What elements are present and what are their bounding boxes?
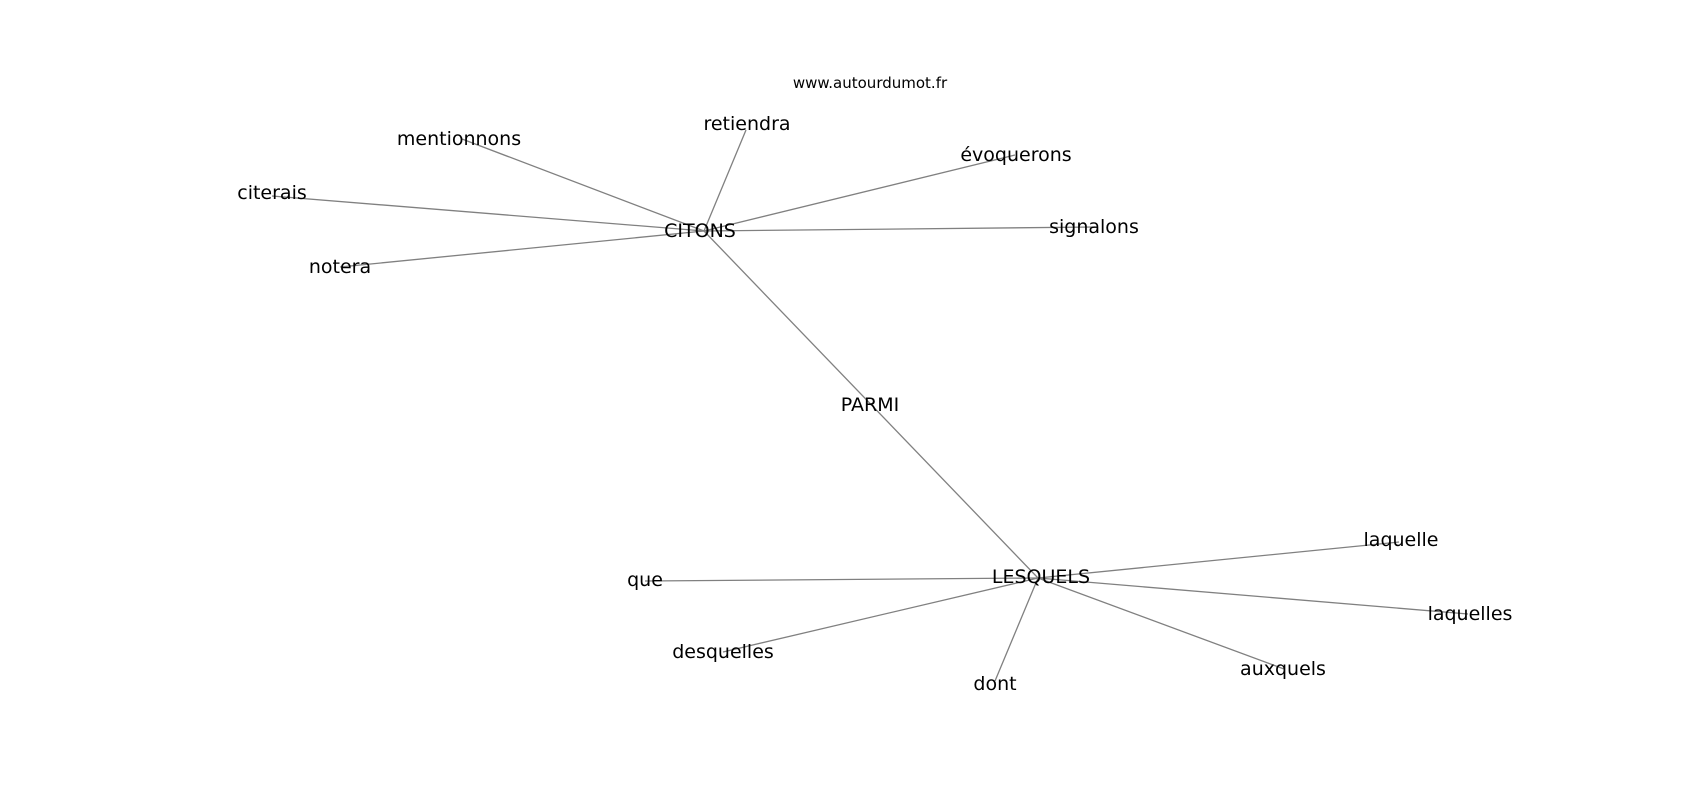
- graph-edges: [271, 129, 1469, 682]
- edge-citons-evoquerons: [703, 154, 1016, 232]
- graph-nodes: PARMI CITONS LESQUELS retiendra mentionnons é…: [237, 113, 1512, 695]
- edge-citons-retiendra: [703, 129, 747, 232]
- edge-citons-lesquels: [703, 230, 1039, 579]
- node-label-auxquels: auxquels: [1240, 658, 1326, 680]
- edge-lesquels-desquelles: [722, 577, 1039, 653]
- node-label-signalons: signalons: [1049, 216, 1139, 238]
- node-label-notera: notera: [309, 256, 371, 278]
- node-label-retiendra: retiendra: [703, 113, 790, 135]
- node-label-citons: CITONS: [664, 220, 736, 242]
- edge-lesquels-auxquels: [1037, 577, 1285, 670]
- edge-citons-signalons: [703, 226, 1096, 232]
- node-label-desquelles: desquelles: [672, 641, 774, 663]
- node-label-evoquerons: évoquerons: [960, 144, 1071, 166]
- node-label-parmi: PARMI: [841, 394, 899, 416]
- node-label-laquelle: laquelle: [1364, 529, 1439, 551]
- node-label-mentionnons: mentionnons: [397, 128, 521, 150]
- node-label-que: que: [627, 569, 663, 591]
- edge-lesquels-laquelles: [1037, 577, 1469, 615]
- watermark-text: www.autourdumot.fr: [793, 74, 948, 92]
- edge-lesquels-dont: [994, 577, 1039, 682]
- node-label-laquelles: laquelles: [1428, 603, 1513, 625]
- edge-citons-mentionnons: [461, 138, 705, 232]
- edge-citons-notera: [339, 230, 705, 268]
- node-label-citerais: citerais: [237, 182, 307, 204]
- node-label-dont: dont: [973, 673, 1016, 695]
- node-label-lesquels: LESQUELS: [992, 566, 1090, 588]
- edge-lesquels-que: [644, 577, 1039, 582]
- edge-citons-citerais: [271, 195, 705, 232]
- edge-lesquels-laquelle: [1037, 541, 1400, 579]
